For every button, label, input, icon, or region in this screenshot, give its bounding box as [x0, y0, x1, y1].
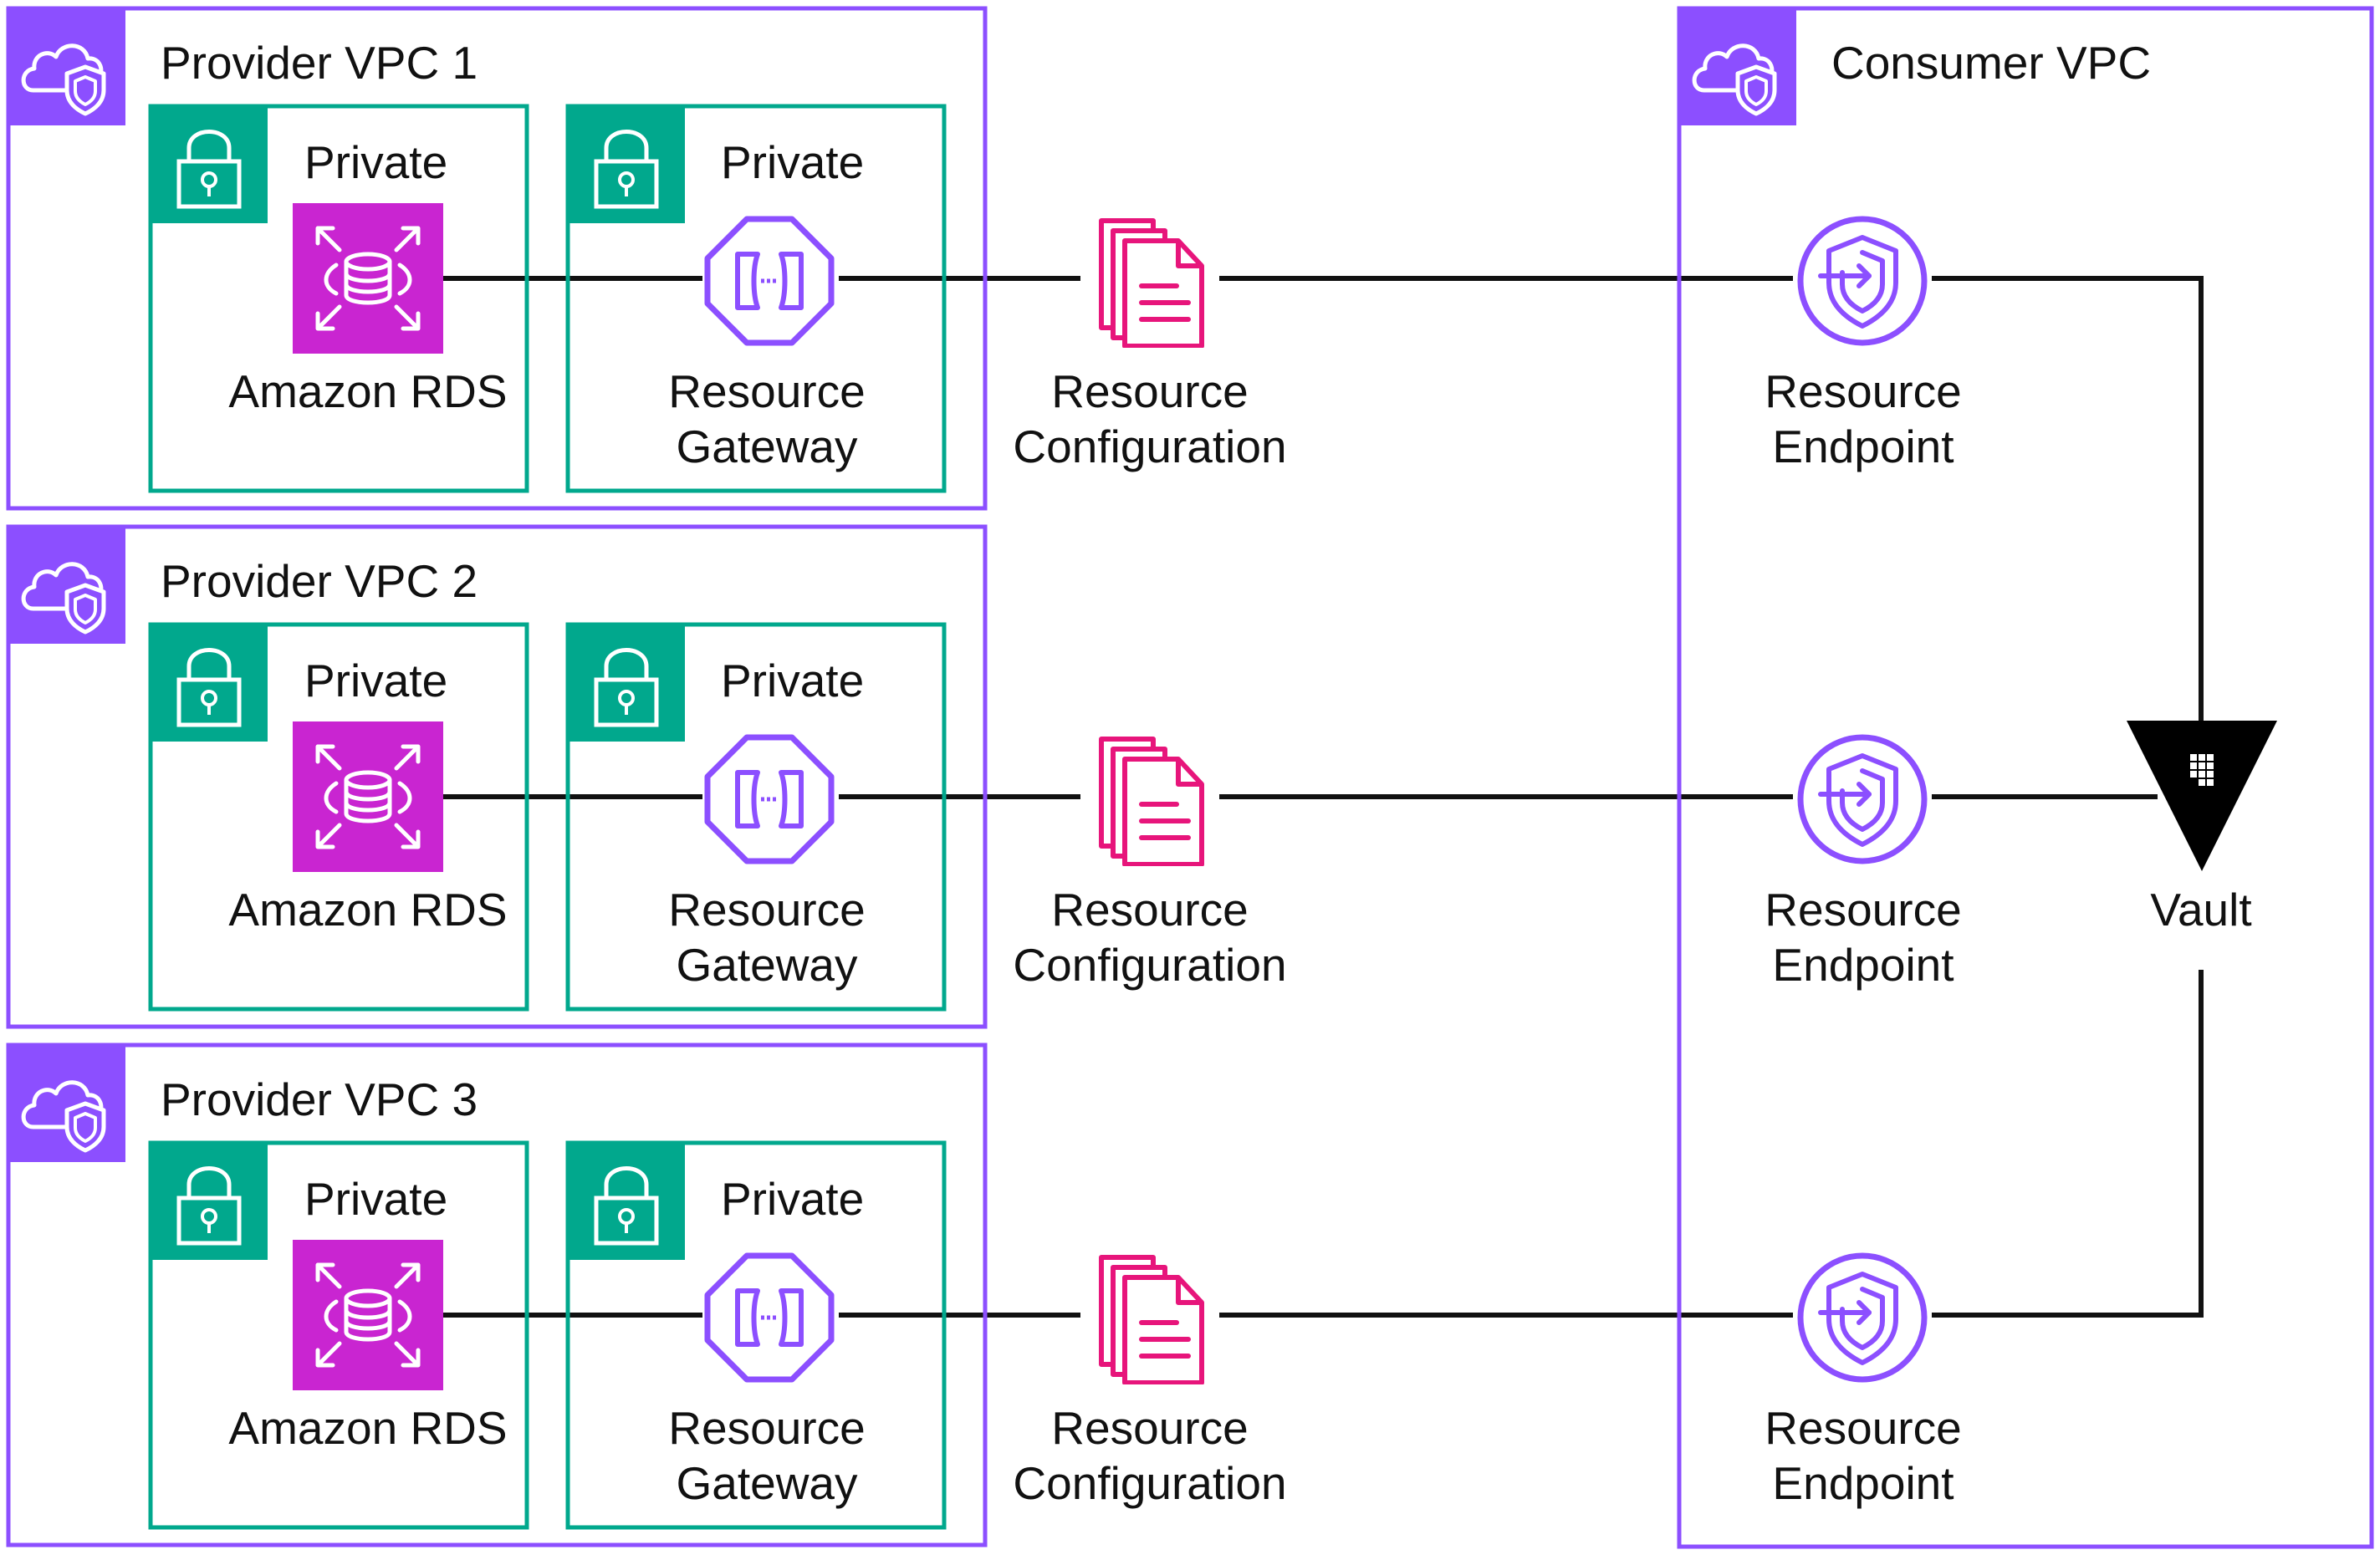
private-subnet-rds — [148, 104, 529, 493]
private-subnet-gateway — [565, 622, 947, 1012]
rds-label: Amazon RDS — [228, 884, 507, 936]
vpc-cloud-shield-icon — [8, 8, 125, 125]
gateway-label: Resource — [668, 365, 865, 417]
provider-vpc-title: Provider VPC 3 — [161, 1073, 478, 1125]
resource-gateway-icon[interactable] — [707, 737, 831, 861]
padlock-icon — [568, 625, 685, 742]
provider-vpc-1: Provider VPC 1 Private Amazon RDS Privat… — [6, 6, 988, 511]
subnet-label: Private — [304, 136, 447, 188]
endpoint-1-label: Resource — [1765, 365, 1961, 417]
subnet-label: Private — [721, 1173, 864, 1225]
private-subnet-rds — [148, 622, 529, 1012]
endpoint-2-label: Endpoint — [1772, 939, 1954, 991]
gateway-label: Gateway — [676, 421, 858, 472]
provider-vpc-title: Provider VPC 2 — [161, 555, 478, 607]
padlock-icon — [151, 106, 268, 223]
resource-configuration-label: Configuration — [1013, 1457, 1286, 1509]
resource-endpoint-icon[interactable] — [1800, 737, 1924, 861]
resource-configuration-label: Resource — [1051, 365, 1248, 417]
subnet-label: Private — [721, 136, 864, 188]
provider-vpc-border — [6, 1043, 988, 1547]
resource-configurations: Resource Configuration Resource Configur… — [1013, 221, 1287, 1509]
endpoint-1-label: Endpoint — [1772, 421, 1954, 472]
resource-endpoint-icon[interactable] — [1800, 219, 1924, 343]
provider-vpc-3: Provider VPC 3 Private Amazon RDS Privat… — [6, 1043, 988, 1547]
resource-configuration-icon[interactable] — [1101, 739, 1202, 864]
resource-configuration-label: Resource — [1051, 884, 1248, 936]
padlock-icon — [568, 106, 685, 223]
wire-endpoint1-vault — [1932, 276, 2204, 727]
provider-vpc-border — [6, 6, 988, 511]
rds-label: Amazon RDS — [228, 365, 507, 417]
connectors — [443, 276, 2204, 1318]
resource-configuration-icon[interactable] — [1101, 1257, 1202, 1383]
consumer-vpc-border — [1677, 6, 2374, 1549]
resource-configuration-label: Configuration — [1013, 421, 1286, 472]
vpc-cloud-shield-icon — [1679, 8, 1796, 125]
gateway-label: Resource — [668, 1402, 865, 1454]
resource-configuration-label: Resource — [1051, 1402, 1248, 1454]
amazon-rds-icon[interactable] — [293, 721, 443, 872]
vpc-cloud-shield-icon — [8, 1045, 125, 1162]
consumer-vpc: Consumer VPC Resource Endpoint Resource … — [1677, 6, 2374, 1549]
amazon-rds-icon[interactable] — [293, 1240, 443, 1390]
provider-vpc-border — [6, 524, 988, 1029]
resource-configuration-icon[interactable] — [1101, 221, 1202, 346]
provider-vpc-title: Provider VPC 1 — [161, 37, 478, 89]
endpoint-3-label: Resource — [1765, 1402, 1961, 1454]
resource-endpoint-icon[interactable] — [1800, 1256, 1924, 1379]
resource-gateway-icon[interactable] — [707, 219, 831, 343]
subnet-label: Private — [721, 655, 864, 706]
vpc-cloud-shield-icon — [8, 527, 125, 644]
padlock-icon — [568, 1143, 685, 1260]
gateway-label: Gateway — [676, 939, 858, 991]
private-subnet-gateway — [565, 1140, 947, 1530]
endpoint-2-label: Resource — [1765, 884, 1961, 936]
subnet-label: Private — [304, 1173, 447, 1225]
subnet-label: Private — [304, 655, 447, 706]
rds-label: Amazon RDS — [228, 1402, 507, 1454]
endpoint-3-label: Endpoint — [1772, 1457, 1954, 1509]
padlock-icon — [151, 625, 268, 742]
consumer-vpc-title: Consumer VPC — [1831, 37, 2151, 89]
resource-configuration-label: Configuration — [1013, 939, 1286, 991]
gateway-label: Resource — [668, 884, 865, 936]
padlock-icon — [151, 1143, 268, 1260]
wire-endpoint3-vault — [1932, 970, 2204, 1318]
amazon-rds-icon[interactable] — [293, 203, 443, 354]
vault-label: Vault — [2150, 884, 2251, 936]
resource-gateway-icon[interactable] — [707, 1256, 831, 1379]
private-subnet-rds — [148, 1140, 529, 1530]
provider-vpc-2: Provider VPC 2 Private Amazon RDS Privat… — [6, 524, 988, 1029]
private-subnet-gateway — [565, 104, 947, 493]
gateway-label: Gateway — [676, 1457, 858, 1509]
